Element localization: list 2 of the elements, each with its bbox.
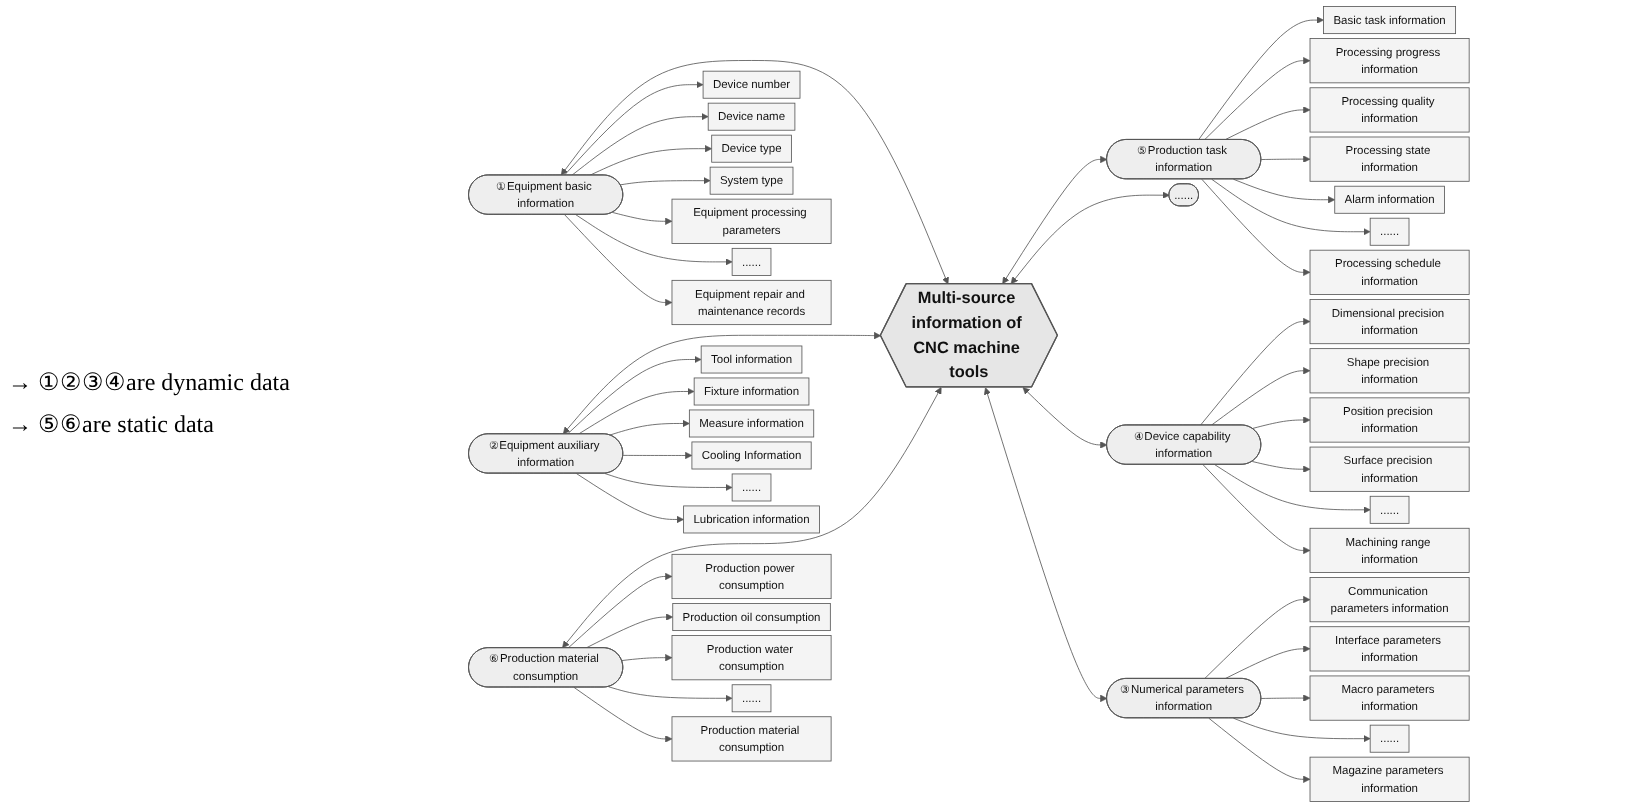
note-text: → ①②③④are dynamic data xyxy=(8,368,292,398)
note-text: → ⑤⑥are static data xyxy=(8,410,216,440)
